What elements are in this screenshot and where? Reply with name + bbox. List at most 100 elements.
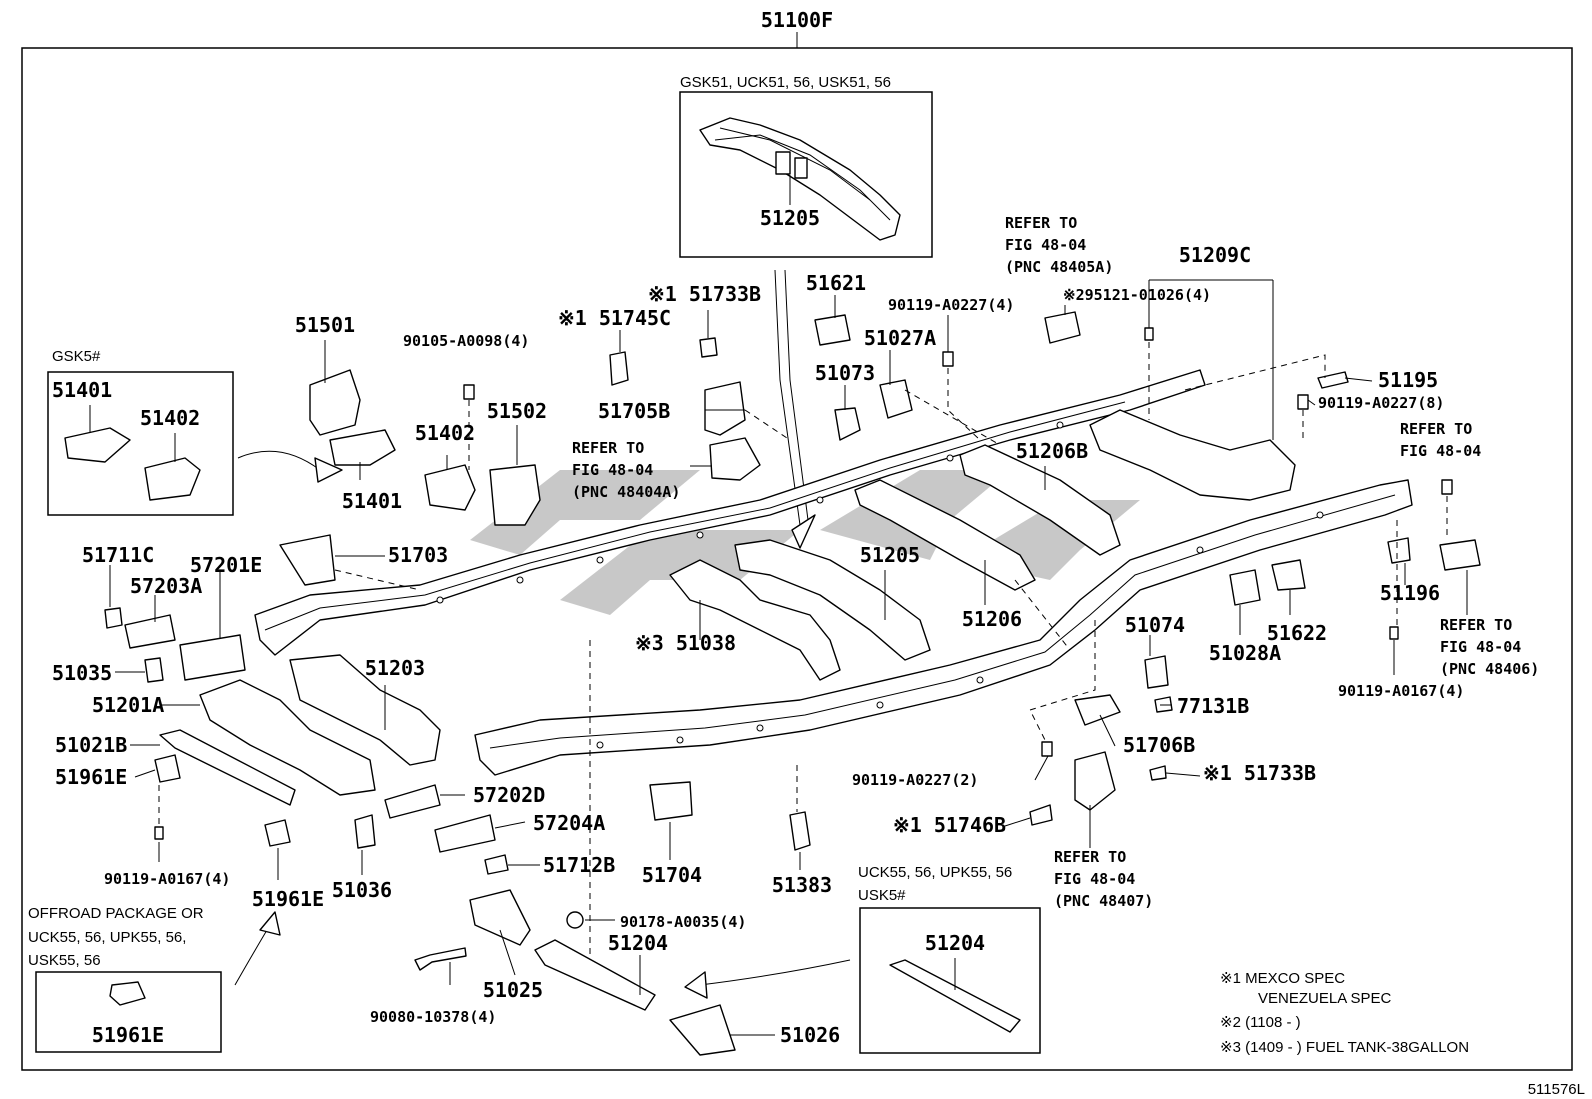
label-51206b: 51206B xyxy=(1016,439,1088,463)
refer-48405-line1: REFER TO xyxy=(1005,214,1077,232)
inset-offroad-header-2: UCK55, 56, UPK55, 56, xyxy=(28,929,186,946)
mount-48404a xyxy=(709,437,761,481)
bracket-51622 xyxy=(1271,559,1306,591)
label-57204a: 57204A xyxy=(533,811,605,835)
clip-51745c xyxy=(609,351,629,386)
bracket-57202d xyxy=(384,784,441,819)
dash-51074 xyxy=(1029,620,1096,741)
dash-51206 xyxy=(1014,579,1071,651)
inset-gsk5-box xyxy=(47,371,234,516)
label-51025: 51025 xyxy=(483,978,543,1002)
refer-48406-line2: FIG 48-04 xyxy=(1440,638,1521,656)
bracket-51383 xyxy=(789,811,811,851)
refer-top-right-line1: REFER TO xyxy=(1400,420,1472,438)
label-51621: 51621 xyxy=(806,271,866,295)
crossmember-51206 xyxy=(854,479,1036,591)
bracket-51074 xyxy=(1144,655,1169,689)
crossmember-51209c xyxy=(1089,409,1296,501)
bolt-rtop-right xyxy=(1441,479,1453,495)
inset-top-box xyxy=(679,91,933,258)
bolt-90119-a0167-left xyxy=(154,826,164,840)
inset-top-center: GSK51, UCK51, 56, USK51, 56 51205 xyxy=(679,74,933,258)
bracket-51501 xyxy=(309,369,361,436)
crossmember-51203 xyxy=(289,654,441,766)
dash-51705b xyxy=(744,409,791,441)
label-51028a: 51028A xyxy=(1209,641,1281,665)
label-90119-a0227-8: 90119-A0227(8) xyxy=(1318,394,1444,412)
label-51746b: ※1 51746B xyxy=(893,813,1006,837)
inset-gsk5-header: GSK5# xyxy=(52,348,101,365)
bracket-51035 xyxy=(144,657,164,683)
bracket-57203a xyxy=(124,614,176,649)
bracket-51026 xyxy=(669,1004,736,1056)
diagram-border xyxy=(21,47,1573,1071)
label-51745c: ※1 51745C xyxy=(558,306,671,330)
label-51026: 51026 xyxy=(780,1023,840,1047)
inset-uck55: UCK55, 56, UPK55, 56 USK5# 51204 xyxy=(858,864,1041,1054)
label-295121: ※295121-01026(4) xyxy=(1063,286,1211,304)
bolt-90119-a0227-2 xyxy=(1041,741,1053,757)
inset-uck55-part: 51204 xyxy=(925,931,985,955)
bracket-51027a xyxy=(879,379,913,419)
label-51706b: 51706B xyxy=(1123,733,1195,757)
bracket-51402-inset xyxy=(144,457,201,501)
label-51502: 51502 xyxy=(487,399,547,423)
label-90119-a0227-2: 90119-A0227(2) xyxy=(852,771,978,789)
label-77131b: 77131B xyxy=(1177,694,1249,718)
refer-48404-line2: FIG 48-04 xyxy=(572,461,653,479)
label-90119-a0167-left: 90119-A0167(4) xyxy=(104,870,230,888)
inset-offroad: OFFROAD PACKAGE OR UCK55, 56, UPK55, 56,… xyxy=(28,905,222,1053)
arrow-offroad-head xyxy=(259,911,281,936)
label-51961e-mid: 51961E xyxy=(252,887,324,911)
label-90178: 90178-A0035(4) xyxy=(620,913,746,931)
frame-rail-right xyxy=(474,479,1413,776)
label-51733b-right: ※1 51733B xyxy=(1203,761,1316,785)
clip-51746b xyxy=(1029,804,1053,826)
bracket-51036 xyxy=(354,814,376,849)
refer-48404-line3: (PNC 48404A) xyxy=(572,483,680,501)
refer-48407-line1: REFER TO xyxy=(1054,848,1126,866)
crossmember-51205 xyxy=(734,539,931,661)
refer-48406-line3: (PNC 48406) xyxy=(1440,660,1539,678)
dash-51195 xyxy=(1184,354,1326,391)
label-90105: 90105-A0098(4) xyxy=(403,332,529,350)
inset-uck55-header-2: USK5# xyxy=(858,887,906,904)
bracket-51401 xyxy=(329,429,396,466)
bracket-51025 xyxy=(469,889,531,946)
crossmember-51021b xyxy=(159,729,296,806)
mount-51028a xyxy=(1229,569,1261,606)
inset-top-part: 51205 xyxy=(760,206,820,230)
crossmember-51038 xyxy=(669,559,841,681)
label-51733b-top: ※1 51733B xyxy=(648,282,761,306)
dash-90119-4 xyxy=(947,368,981,441)
refer-top-right-line2: FIG 48-04 xyxy=(1400,442,1481,460)
figure-code: 511576L xyxy=(1528,1081,1585,1098)
dash-51027a xyxy=(904,389,1001,446)
bumper-51961e-mid xyxy=(264,819,291,847)
leader-lines xyxy=(109,279,1468,1036)
dash-51703 xyxy=(334,569,421,591)
arrow-top-inset-shaft2 xyxy=(784,269,809,521)
clip-51733b-top xyxy=(699,337,718,358)
label-51205: 51205 xyxy=(860,543,920,567)
bracket-51073 xyxy=(834,407,861,441)
arrow-uck55-head xyxy=(684,971,708,999)
note-3: ※3 (1409 - ) FUEL TANK-38GALLON xyxy=(1220,1039,1469,1056)
label-90119-a0227-4: 90119-A0227(4) xyxy=(888,296,1014,314)
label-90119-a0167-right: 90119-A0167(4) xyxy=(1338,682,1464,700)
label-51401: 51401 xyxy=(342,489,402,513)
bolt-295121 xyxy=(1144,327,1154,341)
inset-top-header: GSK51, UCK51, 56, USK51, 56 xyxy=(680,74,891,91)
label-51501: 51501 xyxy=(295,313,355,337)
bracket-57204a xyxy=(434,814,496,853)
label-51622: 51622 xyxy=(1267,621,1327,645)
bolt-90080 xyxy=(414,947,467,971)
label-51703: 51703 xyxy=(388,543,448,567)
mount-48406 xyxy=(1439,539,1481,571)
frame-rail-left xyxy=(254,369,1206,656)
label-51711c: 51711C xyxy=(82,543,154,567)
label-57203a: 57203A xyxy=(130,574,202,598)
label-51035: 51035 xyxy=(52,661,112,685)
label-51027a: 51027A xyxy=(864,326,936,350)
note-1-line2: VENEZUELA SPEC xyxy=(1258,990,1392,1007)
